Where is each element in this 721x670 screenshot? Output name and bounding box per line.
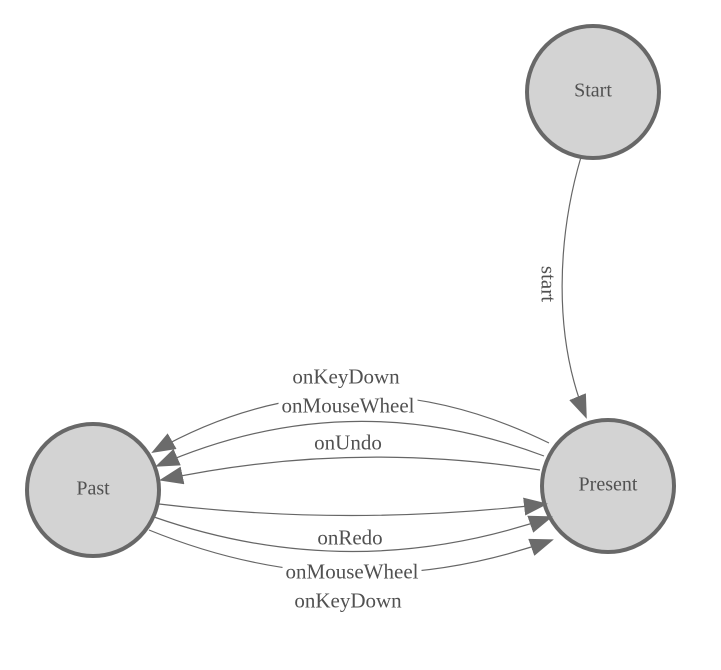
edge-present-to-past-onundo bbox=[159, 456, 541, 485]
edge-label-onmousewheel-bottom: onMouseWheel bbox=[282, 560, 422, 584]
edge-label-start: start bbox=[536, 262, 561, 306]
edge-label-onmousewheel-top: onMouseWheel bbox=[278, 394, 418, 418]
node-label-start: Start bbox=[574, 79, 612, 102]
edge-past-to-present-onredo bbox=[158, 497, 548, 517]
edge-start-to-present bbox=[561, 156, 587, 419]
edge-label-onkeydown-top: onKeyDown bbox=[289, 365, 403, 389]
edge-label-onredo: onRedo bbox=[314, 526, 386, 550]
edge-label-onkeydown-bottom: onKeyDown bbox=[291, 589, 405, 613]
node-start bbox=[525, 24, 661, 160]
node-label-past: Past bbox=[76, 477, 110, 500]
edge-label-onundo: onUndo bbox=[311, 431, 385, 455]
edge-present-to-past-onmousewheel bbox=[155, 420, 545, 467]
node-present bbox=[540, 418, 676, 554]
node-past bbox=[25, 422, 161, 558]
node-label-present: Present bbox=[578, 473, 638, 496]
edge-past-to-present-onmousewheel bbox=[153, 515, 553, 553]
